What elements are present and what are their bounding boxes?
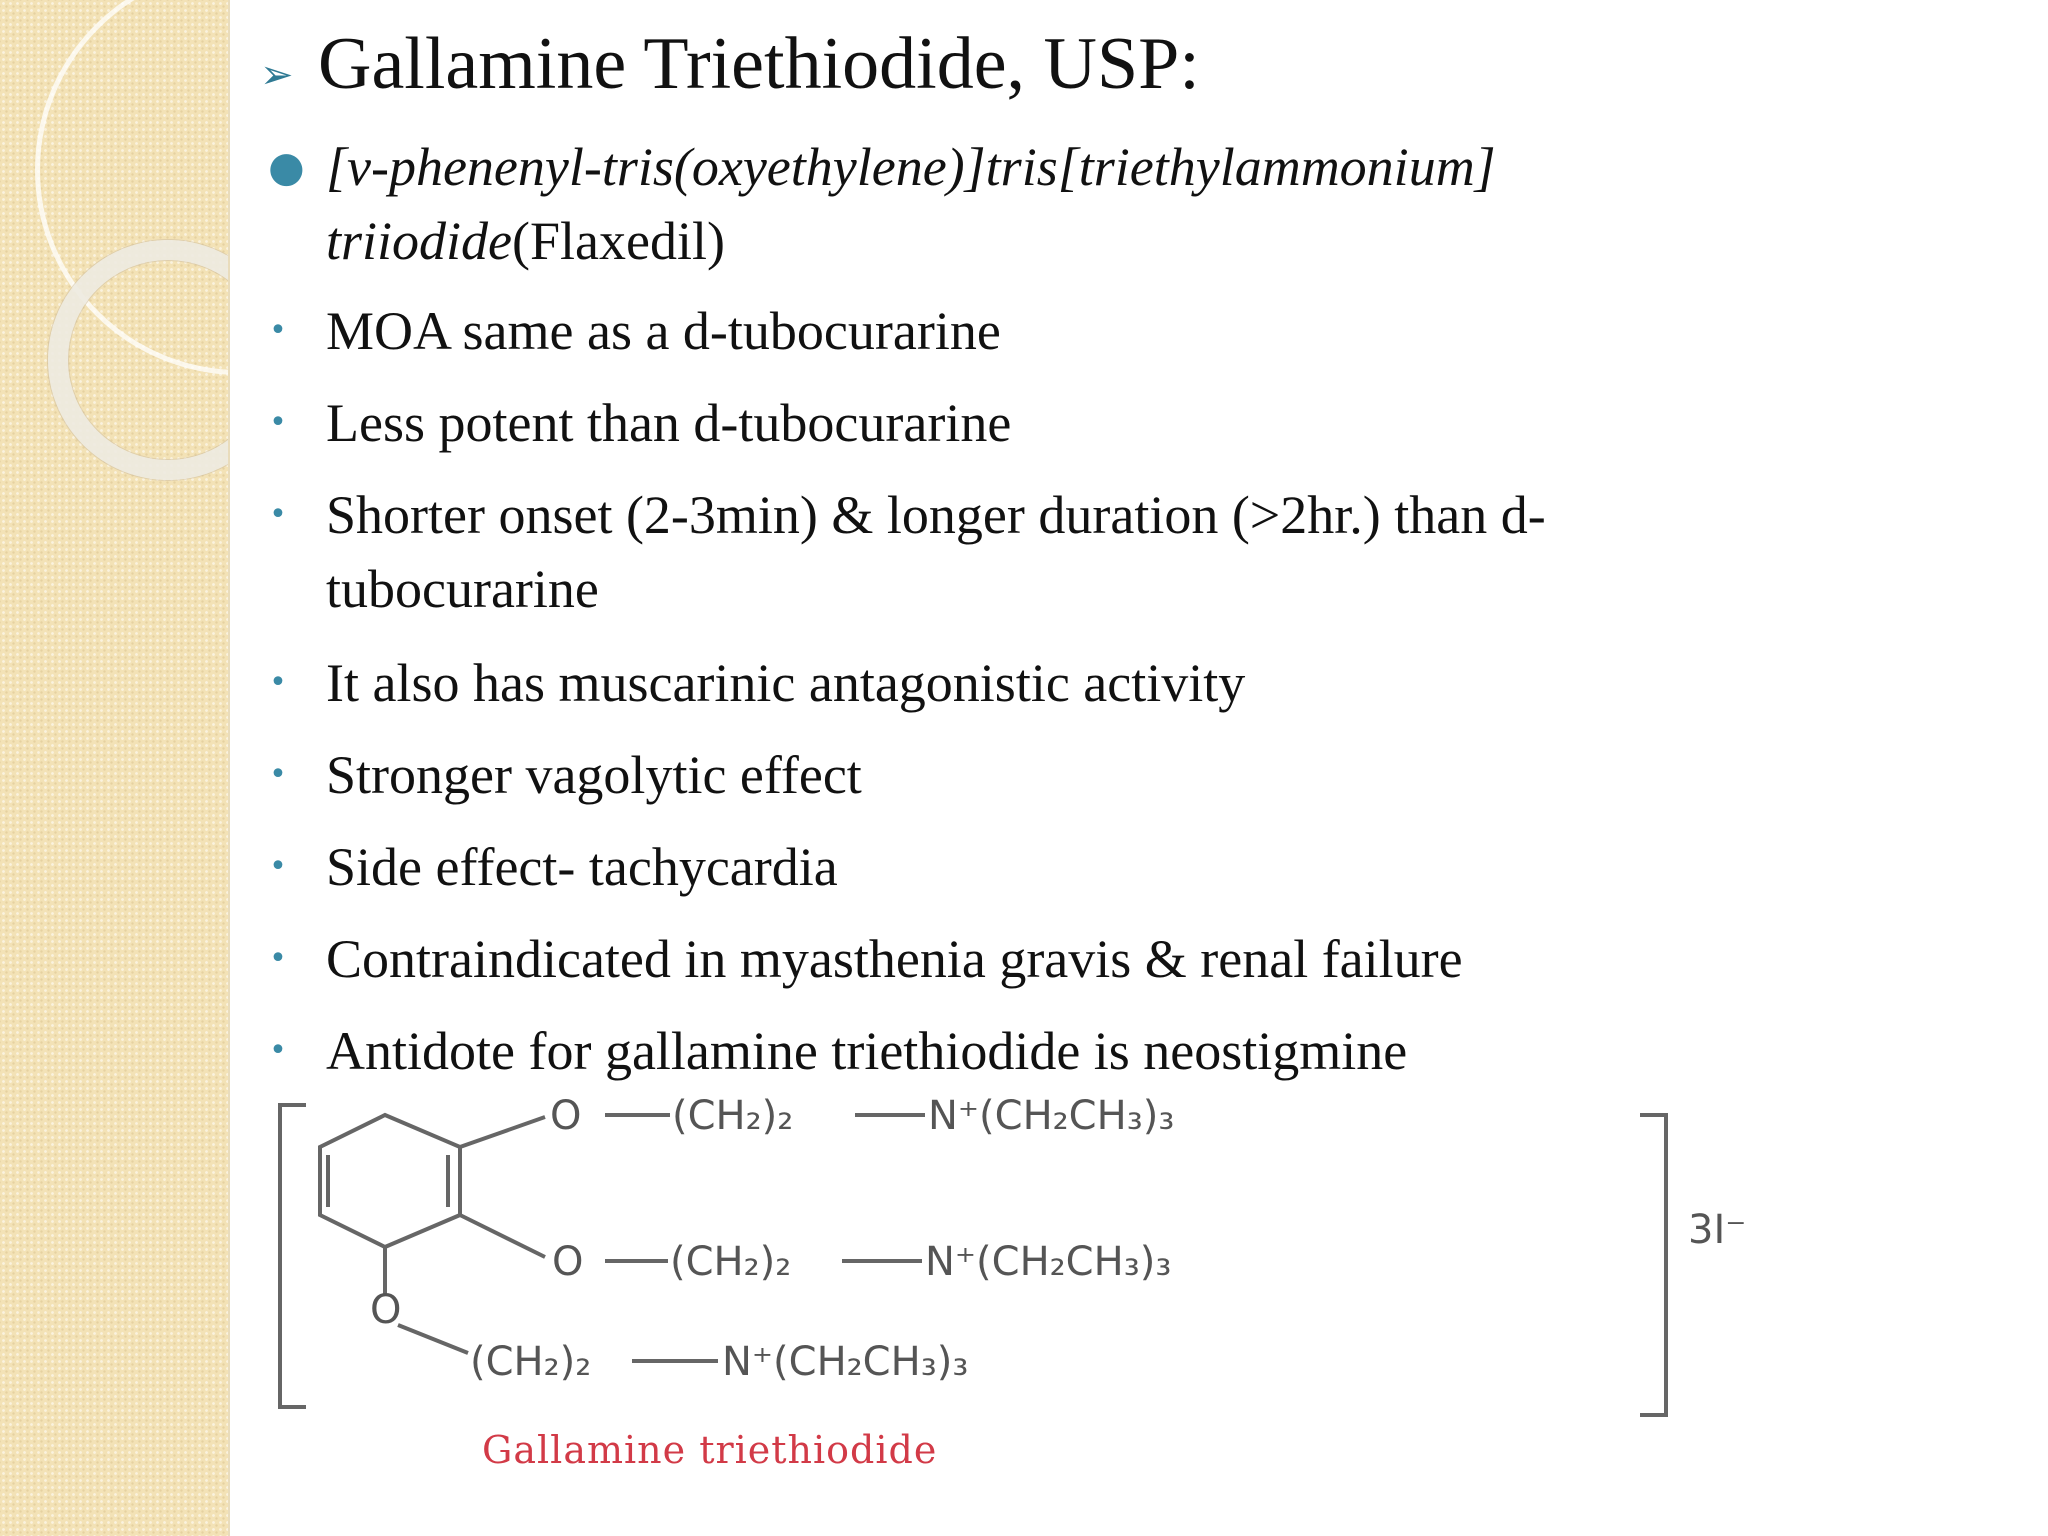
oxygen-atom-label: O	[552, 1239, 583, 1285]
right-bracket	[1640, 1113, 1668, 1417]
chain-label: (CH₂)₂	[470, 1339, 591, 1385]
bullet-dot-icon: •	[269, 1033, 287, 1068]
bullet-dot-icon: •	[269, 757, 287, 792]
ammonium-label: N⁺(CH₂CH₃)₃	[925, 1239, 1171, 1285]
bullet-dot-icon: •	[269, 941, 287, 976]
left-bracket	[278, 1103, 306, 1409]
iupac-name-text: [v-phenenyl-tris(oxyethylene)]tris[triet…	[326, 137, 1496, 271]
chain-label: (CH₂)₂	[672, 1093, 793, 1139]
gallamine-structure-diagram: O (CH₂)₂ N⁺(CH₂CH₃)₃ O (CH₂)₂ N⁺(CH₂CH₃)…	[278, 1093, 1746, 1472]
benzene-ring	[318, 1112, 462, 1250]
structure-labels: O (CH₂)₂ N⁺(CH₂CH₃)₃ O (CH₂)₂ N⁺(CH₂CH₃)…	[370, 1093, 1746, 1385]
ammonium-label: N⁺(CH₂CH₃)₃	[928, 1093, 1174, 1139]
bullet-text: Shorter onset (2-3min) & longer duration…	[326, 485, 1546, 619]
bullet-dot-icon: •	[269, 497, 287, 532]
bullet-dot-icon: •	[269, 849, 287, 884]
bullet-text: It also has muscarinic antagonistic acti…	[326, 653, 1246, 713]
bullet-text: Antidote for gallamine triethiodide is n…	[326, 1021, 1408, 1081]
structure-bonds	[278, 1103, 1668, 1417]
decorative-side-band	[0, 0, 230, 1536]
chain-label: (CH₂)₂	[670, 1239, 791, 1285]
bullet-dot-icon: ●	[268, 142, 305, 191]
bond-ring-o2	[459, 1213, 546, 1259]
bullet-text: MOA same as a d-tubocurarine	[326, 301, 1001, 361]
side-band-edge	[228, 0, 230, 1536]
bond-o3-chain	[397, 1323, 469, 1355]
bullet-text: Less potent than d-tubocurarine	[326, 393, 1012, 453]
bullet-dot-icon: •	[269, 665, 287, 700]
ammonium-label: N⁺(CH₂CH₃)₃	[722, 1339, 968, 1385]
bullet-dot-icon: •	[269, 313, 287, 348]
bullet-text: [v-phenenyl-tris(oxyethylene)]tris[triet…	[326, 130, 1786, 278]
slide-title: ➢ Gallamine Triethiodide, USP:	[260, 24, 1200, 115]
chemical-structure: O (CH₂)₂ N⁺(CH₂CH₃)₃ O (CH₂)₂ N⁺(CH₂CH₃)…	[270, 1085, 1910, 1535]
bullet-text: Contraindicated in myasthenia gravis & r…	[326, 929, 1463, 989]
bond-ring-o1	[459, 1115, 546, 1149]
slide-title-text: Gallamine Triethiodide, USP:	[318, 23, 1200, 105]
bullet-text: Side effect- tachycardia	[326, 837, 838, 897]
oxygen-atom-label: O	[370, 1287, 401, 1333]
trade-name-text: (Flaxedil)	[512, 211, 725, 271]
counter-ion-label: 3I⁻	[1688, 1207, 1746, 1253]
bullet-text: Stronger vagolytic effect	[326, 745, 862, 805]
oxygen-atom-label: O	[550, 1093, 581, 1139]
structure-caption: Gallamine triethiodide	[482, 1428, 937, 1472]
bullet-dot-icon: •	[269, 405, 287, 440]
arrow-bullet-icon: ➢	[260, 52, 294, 98]
slide-content: ➢ Gallamine Triethiodide, USP: ● [v-phen…	[230, 0, 2048, 1536]
